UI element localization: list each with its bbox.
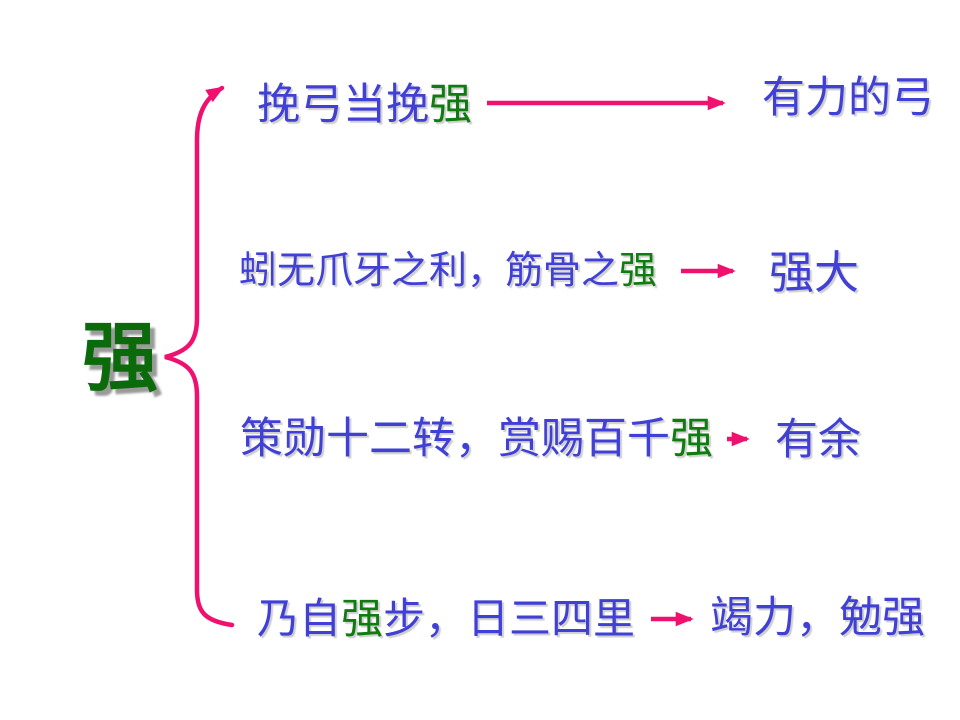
phrase-3-segment-blue: 策勋十二转，赏赐百千 [240,414,670,464]
phrase-4-segment-blue-b: 步，日三四里 [383,594,636,643]
meaning-text-2: 强大 [769,246,860,299]
phrase-1-segment-green: 强 [429,80,472,130]
phrase-row-1: 挽弓当挽强 [257,84,472,127]
meaning-text-1: 有力的弓 [762,73,934,123]
phrase-row-3: 策勋十二转，赏赐百千强 [240,418,713,461]
phrase-row-4: 乃自强步，日三四里 [257,598,635,640]
phrase-2-segment-blue: 蚓无爪牙之利，筋骨之 [239,248,620,292]
phrase-4-segment-green: 强 [341,594,384,643]
brace-connector [164,85,235,628]
root-character: 强 [82,313,158,402]
phrase-row-2: 蚓无爪牙之利，筋骨之强 [239,251,657,289]
phrase-2-segment-green: 强 [619,248,658,292]
phrase-3-segment-green: 强 [670,414,713,464]
phrase-1-segment-blue: 挽弓当挽 [257,80,429,130]
meaning-text-4: 竭力，勉强 [710,593,925,643]
phrase-4-segment-blue-a: 乃自 [257,594,342,643]
meaning-text-3: 有余 [775,415,861,465]
